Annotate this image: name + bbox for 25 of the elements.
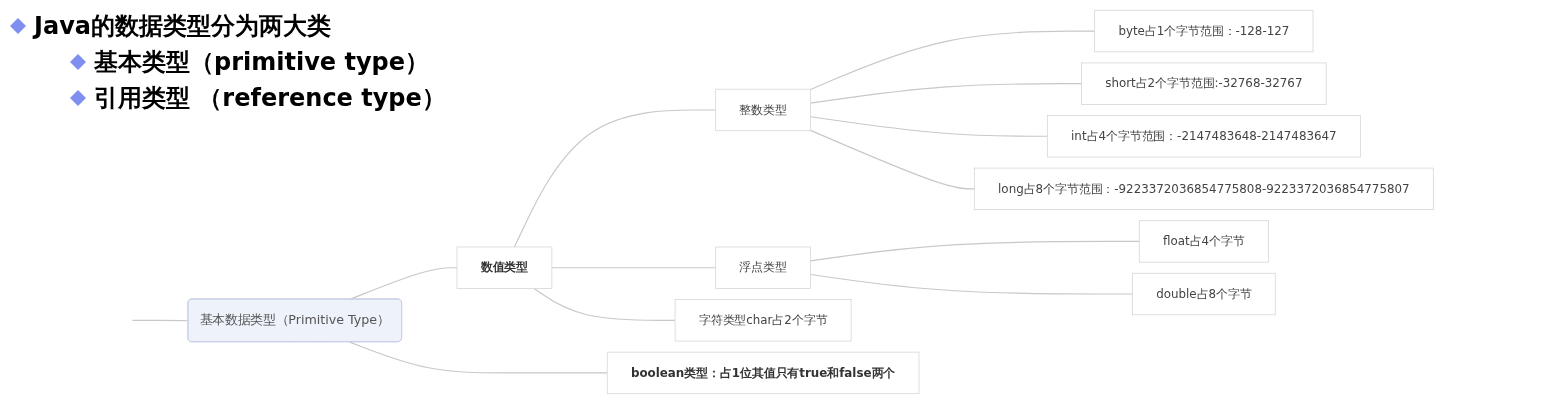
node-box: 数值类型 xyxy=(456,246,553,289)
connector xyxy=(513,109,717,248)
connector xyxy=(809,129,975,190)
node-box: double占8个字节 xyxy=(1132,272,1276,316)
connector xyxy=(349,341,608,374)
node-box: int占4个字节范围：-2147483648-2147483647 xyxy=(1046,115,1361,158)
node-box: 浮点类型 xyxy=(715,246,811,289)
node-box: 整数类型 xyxy=(715,88,811,132)
connector xyxy=(809,273,1133,295)
node-box: float占4个字节 xyxy=(1138,220,1269,263)
list-item: 基本类型（primitive type） xyxy=(94,47,430,78)
connector xyxy=(533,287,676,321)
connector xyxy=(551,267,717,269)
list-item: 引用类型 （reference type） xyxy=(94,83,446,114)
node-box: 字符类型char占2个字节 xyxy=(674,299,852,342)
node-box: boolean类型：占1位其值只有true和false两个 xyxy=(606,351,920,395)
title: Java的数据类型分为两大类 xyxy=(34,11,331,42)
node-box: short占2个字节范围:-32768-32767 xyxy=(1081,62,1327,105)
connector xyxy=(809,116,1048,137)
connector xyxy=(809,240,1140,262)
connector xyxy=(131,319,189,322)
connector xyxy=(809,30,1096,91)
connector xyxy=(809,83,1083,104)
node-box: long占8个字节范围：-9223372036854775808-9223372036854775807 xyxy=(973,167,1434,210)
node-box: byte占1个字节范围：-128-127 xyxy=(1094,9,1314,53)
